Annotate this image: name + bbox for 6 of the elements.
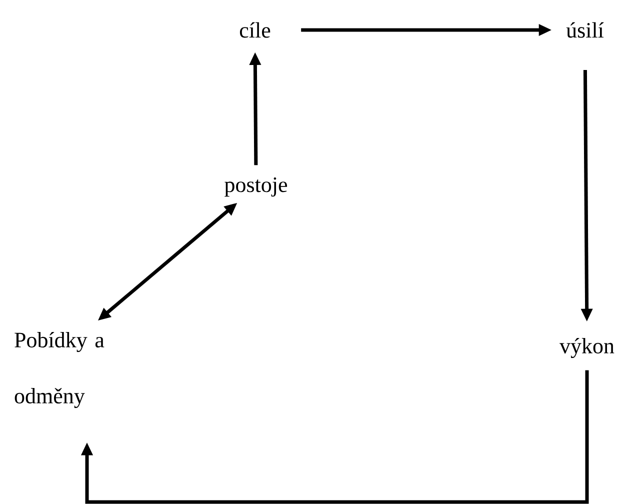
text-label: postoje: [224, 177, 288, 197]
text-label: cíle: [240, 22, 270, 38]
text-label: výkon: [560, 338, 614, 358]
arrow: [80, 370, 589, 504]
text-label: Pobídky a odměny: [14, 332, 104, 408]
text-label: úsilí: [566, 22, 604, 38]
